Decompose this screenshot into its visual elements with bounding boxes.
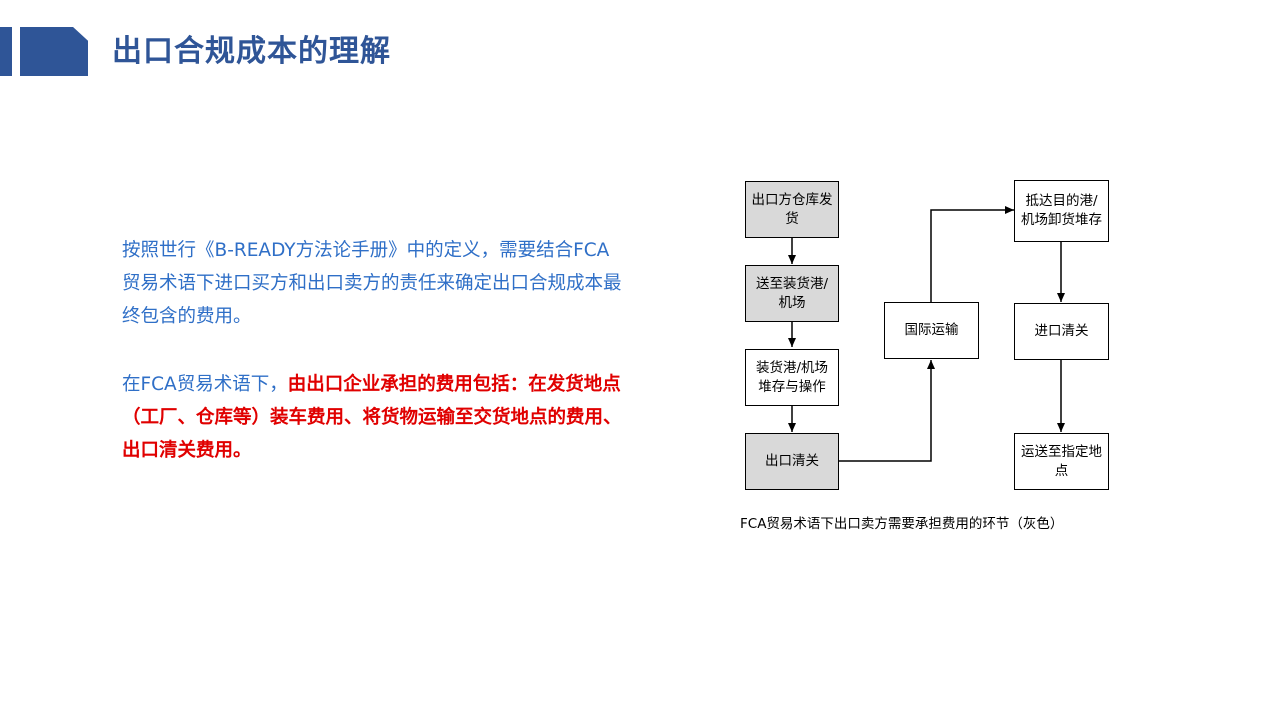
- node-port-storage: 装货港/机场堆存与操作: [745, 349, 839, 406]
- header-accent-block: [20, 27, 88, 76]
- definition-paragraph: 按照世行《B-READY方法论手册》中的定义，需要结合FCA贸易术语下进口买方和…: [122, 240, 622, 327]
- fca-intro-text: 在FCA贸易术语下，: [122, 374, 288, 395]
- node-final-delivery: 运送至指定地点: [1014, 433, 1109, 490]
- node-warehouse-dispatch: 出口方仓库发货: [745, 181, 839, 238]
- arrow-transport-to-arrival: [930, 206, 1014, 302]
- header-accent-bar: [0, 27, 12, 76]
- node-export-clearance: 出口清关: [745, 433, 839, 490]
- node-international-transport: 国际运输: [884, 302, 979, 359]
- flowchart-caption: FCA贸易术语下出口卖方需要承担费用的环节（灰色）: [740, 516, 1064, 532]
- fca-cost-paragraph: 在FCA贸易术语下，由出口企业承担的费用包括：在发货地点（工厂、仓库等）装车费用…: [122, 368, 622, 467]
- page-title: 出口合规成本的理解: [112, 34, 391, 69]
- node-to-loading-port: 送至装货港/机场: [745, 265, 839, 322]
- node-arrival-unloading: 抵达目的港/机场卸货堆存: [1014, 180, 1109, 242]
- node-import-clearance: 进口清关: [1014, 303, 1109, 360]
- fca-cost-emphasis: 由出口企业承担的费用包括：在发货地点（工厂、仓库等）装车费用、将货物运输至交货地…: [122, 374, 622, 461]
- arrow-clearance-to-transport: [839, 360, 935, 462]
